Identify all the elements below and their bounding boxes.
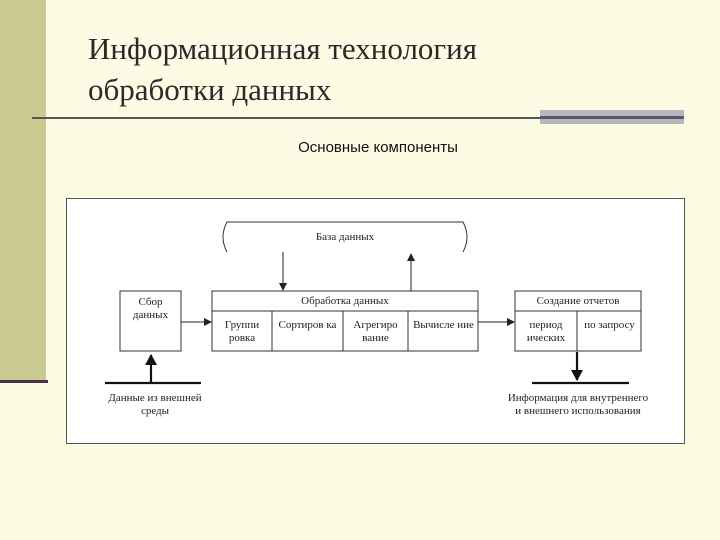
- slide-title: Информационная технология обработки данн…: [88, 28, 477, 110]
- collection-box: [119, 290, 182, 352]
- side-accent-bar: [0, 0, 46, 382]
- processing-cell-sorting: Сортиров ка: [278, 319, 337, 331]
- processing-title: Обработка данных: [301, 295, 389, 307]
- title-accent-line: [540, 116, 684, 119]
- title-line-1: Информационная технология: [88, 31, 477, 66]
- processing-cell-grouping: Группи ровка: [224, 319, 260, 344]
- reports-box: [514, 290, 642, 352]
- collection-label: Сбор данных: [132, 296, 169, 321]
- processing-cell-aggregation: Агрегиро вание: [353, 319, 398, 344]
- reports-cell-periodic: период ических: [526, 319, 566, 344]
- processing-cell-calculation: Вычисле ние: [413, 319, 474, 331]
- processing-box: [211, 290, 479, 352]
- input-label: Данные из внешней среды: [108, 392, 202, 417]
- title-line-2: обработки данных: [88, 72, 332, 107]
- database-label: База данных: [315, 231, 375, 243]
- slide-subtitle: Основные компоненты: [298, 139, 458, 156]
- process-diagram: База данных Сбор данных Обработка данных…: [66, 198, 685, 444]
- reports-cell-on-request: по запросу: [584, 319, 635, 331]
- diagram-graphics: [105, 221, 642, 385]
- reports-title: Создание отчетов: [536, 295, 620, 307]
- output-label: Информация для внутреннего и внешнего ис…: [507, 392, 649, 417]
- title-rule: [32, 117, 540, 119]
- side-accent-line: [0, 380, 48, 383]
